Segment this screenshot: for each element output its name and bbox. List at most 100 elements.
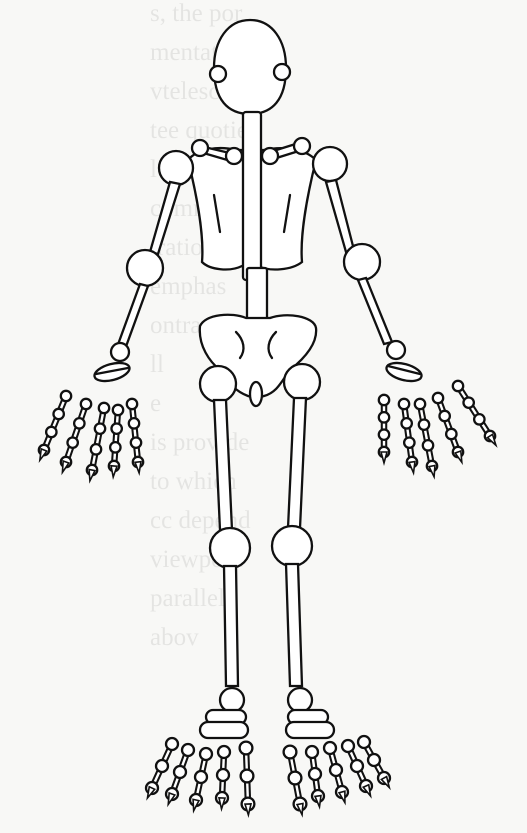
finger-left-2-bone	[66, 404, 86, 462]
toe-left-3-knuckle	[195, 771, 207, 783]
foot-right	[286, 710, 334, 738]
finger-right-4	[433, 393, 463, 463]
femur-right	[288, 398, 306, 528]
finger-right-1	[379, 395, 389, 463]
finger-left-1	[39, 391, 71, 460]
tibia-left	[224, 566, 238, 686]
finger-right-1-tip	[381, 452, 387, 463]
finger-right-3-knuckle	[419, 419, 429, 429]
ankle-right	[288, 688, 312, 712]
finger-right-5-bone	[458, 386, 490, 436]
finger-left-5	[127, 399, 143, 473]
toe-right-5-knuckle	[368, 754, 380, 766]
tarsal-right-2	[286, 722, 334, 738]
hand-right	[385, 360, 424, 385]
finger-left-4-knuckle	[113, 405, 123, 415]
knee-right	[272, 526, 312, 566]
finger-right-3-knuckle	[415, 399, 425, 409]
finger-left-3-knuckle	[95, 423, 105, 433]
toe-right-1	[284, 746, 307, 815]
finger-right-3-knuckle	[423, 440, 433, 450]
leg-right	[272, 364, 320, 712]
leg-left	[200, 366, 250, 712]
finger-left-3-bone	[92, 408, 104, 470]
shoulder-left	[159, 151, 193, 185]
finger-left-1-knuckle	[61, 391, 71, 401]
toe-right-2	[306, 746, 324, 807]
arm-left	[111, 182, 180, 361]
finger-right-1-knuckle	[379, 429, 389, 439]
hip-left	[200, 366, 236, 402]
toe-right-4-knuckle	[342, 740, 354, 752]
forearm-right	[358, 278, 392, 344]
finger-left-5-knuckle	[127, 399, 137, 409]
finger-left-2-knuckle	[81, 399, 91, 409]
finger-left-3-knuckle	[91, 444, 101, 454]
finger-right-4-bone	[438, 398, 458, 452]
toe-right-4-knuckle	[351, 760, 363, 772]
toe-right-2-knuckle	[309, 768, 321, 780]
foot-left	[200, 710, 248, 738]
finger-right-2	[399, 399, 417, 473]
ear-left	[210, 66, 226, 82]
finger-right-4-knuckle	[439, 411, 449, 421]
toe-left-1-knuckle	[166, 738, 178, 750]
toe-right-1-knuckle	[289, 772, 302, 785]
ear-right	[274, 64, 290, 80]
coccyx	[250, 382, 262, 406]
spine	[243, 112, 261, 280]
finger-right-5-knuckle	[463, 397, 473, 407]
finger-left-2-knuckle	[67, 437, 77, 447]
toe-right-2-knuckle	[306, 746, 318, 758]
finger-right-3	[415, 399, 437, 477]
finger-right-2-knuckle	[401, 418, 411, 428]
arm-right	[326, 180, 405, 359]
finger-right-4-knuckle	[446, 429, 456, 439]
toe-right-3-knuckle	[330, 764, 342, 776]
finger-right-1-knuckle	[379, 412, 389, 422]
finger-left-1-knuckle	[46, 427, 56, 437]
finger-right-2-knuckle	[399, 399, 409, 409]
femur-left	[214, 400, 232, 530]
clavicle-joint-left-outer	[192, 140, 208, 156]
tibia-right	[286, 564, 302, 686]
finger-right-5	[453, 381, 496, 445]
clavicle-joint-right-inner	[262, 148, 278, 164]
finger-left-1-bone	[44, 396, 66, 450]
toe-left-5-tip	[245, 804, 251, 815]
finger-right-1-knuckle	[379, 395, 389, 405]
toe-left-5-knuckle	[241, 770, 254, 783]
finger-right-4-knuckle	[433, 393, 443, 403]
humerus-left	[150, 182, 180, 254]
carpal-right	[385, 360, 424, 385]
clavicle-joint-right-outer	[294, 138, 310, 154]
toe-left-3-knuckle	[200, 748, 212, 760]
toe-left-2-knuckle	[182, 744, 194, 756]
torso	[188, 112, 316, 280]
knee-left	[210, 528, 250, 568]
finger-right-5-knuckle	[474, 414, 484, 424]
wrist-right	[387, 341, 405, 359]
finger-left-3-knuckle	[99, 403, 109, 413]
elbow-right	[344, 244, 380, 280]
finger-left-4	[109, 405, 123, 477]
finger-right-3-bone	[420, 404, 432, 466]
toe-right-3-knuckle	[324, 742, 336, 754]
finger-left-4-knuckle	[110, 442, 120, 452]
finger-left-4-knuckle	[111, 423, 121, 433]
toe-left-3	[190, 748, 212, 811]
tarsal-left-2	[200, 722, 248, 738]
hand-left	[93, 360, 132, 385]
toe-left-5	[240, 742, 255, 815]
finger-left-2	[61, 399, 91, 473]
toe-left-4	[216, 746, 230, 809]
finger-right-2-knuckle	[404, 437, 414, 447]
finger-left-2-knuckle	[74, 418, 84, 428]
finger-right-5-knuckle	[453, 381, 463, 391]
toe-right-1-knuckle	[284, 746, 297, 759]
head	[210, 20, 290, 114]
hip-right	[284, 364, 320, 400]
ankle-left	[220, 688, 244, 712]
